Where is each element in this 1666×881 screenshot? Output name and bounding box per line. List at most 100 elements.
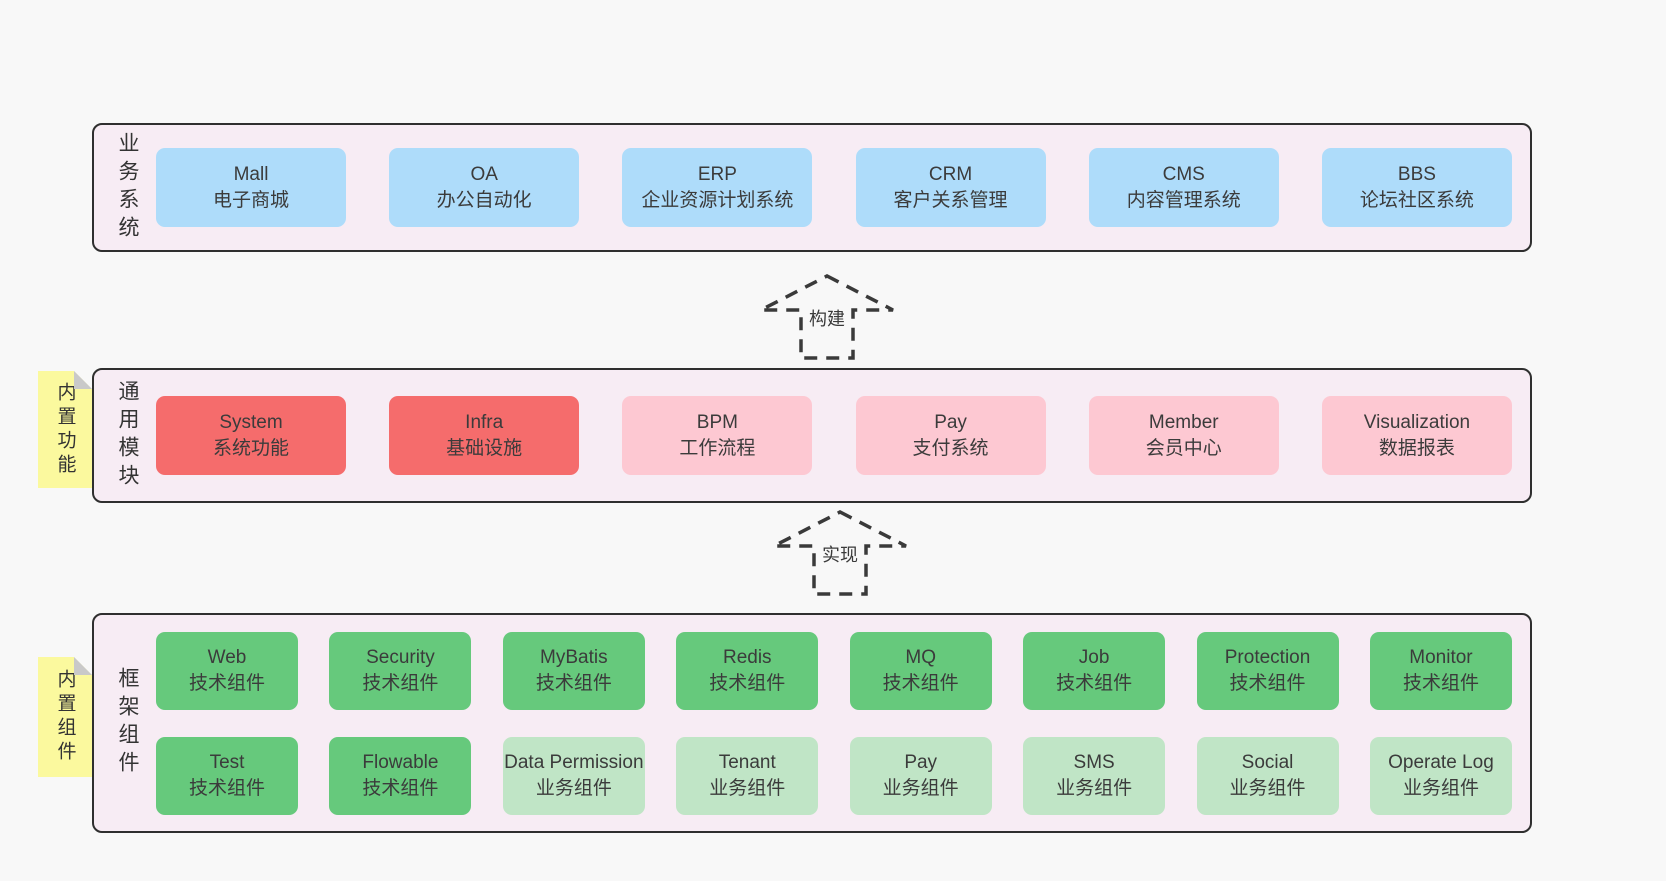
box-name: Job: [1078, 647, 1110, 669]
modules-boxes-row: System 系统功能 Infra 基础设施 BPM 工作流程 Pay 支付系统…: [156, 370, 1512, 501]
sticky-tag-built-in-functions: 内置功能: [38, 371, 92, 488]
box-flowable: Flowable 技术组件: [329, 736, 472, 815]
box-desc: 业务组件: [1229, 777, 1306, 799]
box-name: Security: [366, 647, 435, 669]
box-social: Social 业务组件: [1196, 736, 1339, 815]
box-desc: 技术组件: [1402, 672, 1479, 694]
box-monitor: Monitor 技术组件: [1369, 631, 1512, 710]
box-pay: Pay 支付系统: [855, 396, 1046, 475]
box-desc: 业务组件: [1056, 777, 1133, 799]
box-infra: Infra 基础设施: [389, 396, 580, 475]
panel-title-modules: 通用模块: [116, 379, 139, 492]
box-desc: 技术组件: [535, 672, 612, 694]
box-name: Web: [207, 647, 247, 669]
box-name: Protection: [1224, 647, 1311, 669]
box-desc: 基础设施: [446, 437, 523, 459]
box-tenant: Tenant 业务组件: [676, 736, 819, 815]
panel-business-systems: 业务系统 Mall 电子商城 OA 办公自动化 ERP 企业资源计划系统 CRM…: [92, 123, 1532, 252]
box-name: Infra: [465, 412, 504, 434]
dashed-up-arrow-icon: [773, 510, 907, 596]
box-name: MQ: [905, 647, 936, 669]
box-operate-log: Operate Log 业务组件: [1369, 736, 1512, 815]
box-desc: 客户关系管理: [893, 189, 1008, 211]
box-name: SMS: [1073, 752, 1115, 774]
box-name: ERP: [697, 164, 737, 186]
box-pay-biz: Pay 业务组件: [849, 736, 992, 815]
box-web: Web 技术组件: [156, 631, 298, 710]
box-security: Security 技术组件: [329, 631, 472, 710]
box-data-permission: Data Permission 业务组件: [502, 736, 645, 815]
box-name: MyBatis: [540, 647, 608, 669]
tag-fold-icon: [74, 371, 92, 389]
box-name: Data Permission: [504, 752, 644, 774]
box-test: Test 技术组件: [156, 736, 298, 815]
box-name: CMS: [1162, 164, 1205, 186]
box-desc: 技术组件: [1056, 672, 1133, 694]
box-desc: 业务组件: [535, 777, 612, 799]
box-cms: CMS 内容管理系统: [1088, 148, 1279, 227]
box-mq: MQ 技术组件: [849, 631, 992, 710]
box-bbs: BBS 论坛社区系统: [1321, 148, 1512, 227]
box-name: Social: [1241, 752, 1294, 774]
arrow-build-label: 构建: [806, 305, 848, 331]
box-desc: 支付系统: [912, 437, 989, 459]
box-name: System: [219, 412, 283, 434]
box-system: System 系统功能: [156, 396, 346, 475]
box-name: Pay: [904, 752, 938, 774]
box-desc: 论坛社区系统: [1359, 189, 1474, 211]
box-name: CRM: [928, 164, 973, 186]
box-crm: CRM 客户关系管理: [855, 148, 1046, 227]
box-desc: 数据报表: [1378, 437, 1455, 459]
box-name: Pay: [934, 412, 967, 434]
box-redis: Redis 技术组件: [676, 631, 819, 710]
box-name: BBS: [1397, 164, 1436, 186]
box-member: Member 会员中心: [1088, 396, 1279, 475]
box-desc: 电子商城: [212, 189, 289, 211]
box-name: Operate Log: [1388, 752, 1494, 774]
components-row-1: Web 技术组件 Security 技术组件 MyBatis 技术组件 Redi…: [156, 631, 1512, 710]
box-desc: 会员中心: [1145, 437, 1222, 459]
components-rows: Web 技术组件 Security 技术组件 MyBatis 技术组件 Redi…: [156, 615, 1512, 831]
box-oa: OA 办公自动化: [389, 148, 580, 227]
box-visualization: Visualization 数据报表: [1321, 396, 1512, 475]
box-desc: 技术组件: [709, 672, 786, 694]
box-erp: ERP 企业资源计划系统: [622, 148, 813, 227]
box-desc: 技术组件: [188, 777, 265, 799]
arrow-implement-label: 实现: [819, 541, 861, 567]
business-boxes-row: Mall 电子商城 OA 办公自动化 ERP 企业资源计划系统 CRM 客户关系…: [156, 125, 1512, 250]
box-name: Tenant: [718, 752, 776, 774]
box-desc: 办公自动化: [436, 189, 532, 211]
box-desc: 技术组件: [188, 672, 265, 694]
tag-fold-icon: [74, 657, 92, 675]
box-desc: 企业资源计划系统: [641, 189, 794, 211]
box-name: Member: [1148, 412, 1219, 434]
box-job: Job 技术组件: [1023, 631, 1166, 710]
box-name: OA: [470, 164, 498, 186]
box-desc: 业务组件: [1402, 777, 1479, 799]
box-name: Test: [209, 752, 245, 774]
box-desc: 技术组件: [1229, 672, 1306, 694]
box-name: Redis: [722, 647, 772, 669]
box-desc: 技术组件: [362, 777, 439, 799]
box-desc: 内容管理系统: [1126, 189, 1241, 211]
arrow-up-implement: 实现: [770, 508, 910, 598]
box-desc: 技术组件: [882, 672, 959, 694]
box-name: Mall: [233, 164, 269, 186]
box-sms: SMS 业务组件: [1023, 736, 1166, 815]
box-name: Monitor: [1409, 647, 1473, 669]
box-name: Visualization: [1363, 412, 1471, 434]
box-desc: 业务组件: [882, 777, 959, 799]
box-protection: Protection 技术组件: [1196, 631, 1339, 710]
box-bpm: BPM 工作流程: [622, 396, 813, 475]
box-name: Flowable: [362, 752, 439, 774]
box-desc: 系统功能: [212, 437, 289, 459]
sticky-tag-built-in-components: 内置组件: [38, 657, 92, 777]
panel-title-components: 框架组件: [116, 667, 139, 779]
panel-framework-components: 框架组件 Web 技术组件 Security 技术组件 MyBatis 技术组件…: [92, 613, 1532, 833]
box-desc: 工作流程: [679, 437, 756, 459]
box-desc: 技术组件: [362, 672, 439, 694]
dashed-up-arrow-icon: [760, 274, 894, 360]
box-mall: Mall 电子商城: [156, 148, 346, 227]
box-desc: 业务组件: [709, 777, 786, 799]
